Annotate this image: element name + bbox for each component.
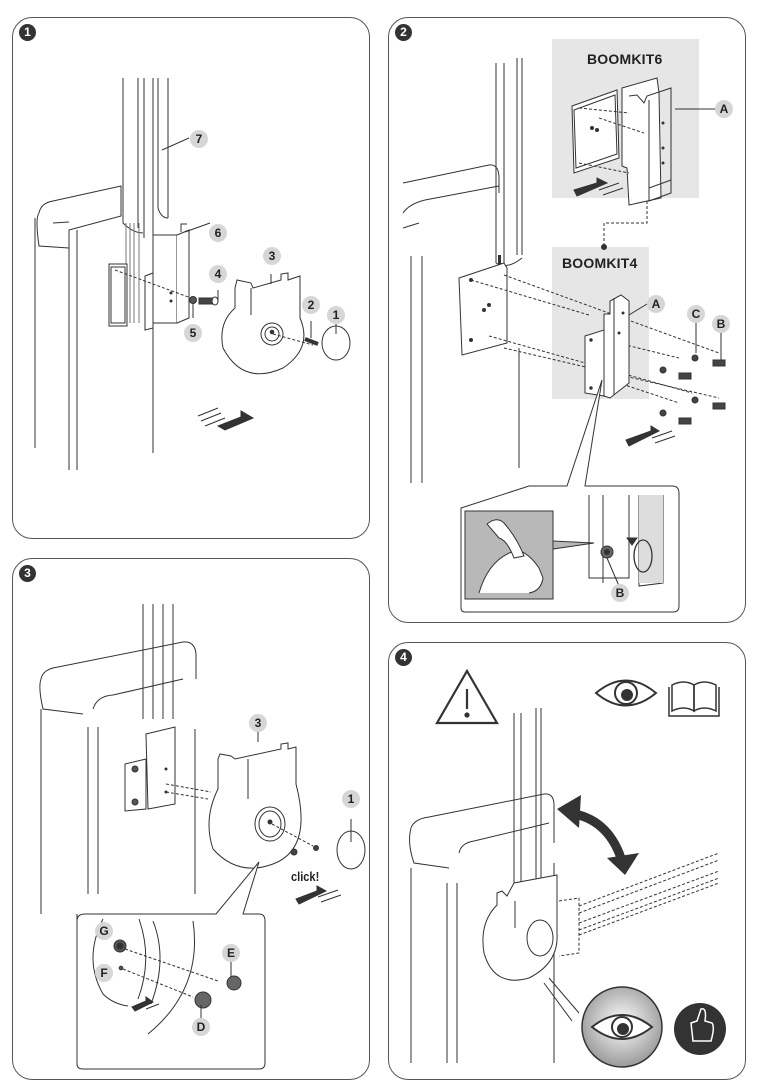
eye-icon: [594, 679, 658, 707]
callout-c: C: [687, 305, 705, 323]
detail-callout-bubble: [76, 861, 266, 1070]
barrier-housing: [409, 793, 555, 1063]
barrier-housing: [34, 185, 122, 470]
screw-e: [226, 975, 242, 991]
direction-arrow: [573, 177, 624, 197]
kit-label-boomkit6: BOOMKIT6: [587, 51, 663, 67]
mounting-bracket: [124, 726, 176, 812]
boomkit6-bracket: [621, 77, 672, 206]
direction-arrow: [295, 885, 342, 905]
bracket-6: [144, 223, 190, 331]
callout-4: 4: [209, 265, 227, 283]
mounting-plate: [458, 262, 508, 356]
boomkit6-plate: [571, 89, 620, 174]
thumbs-up-icon: [674, 1003, 726, 1055]
screw: [290, 848, 298, 856]
cover-3: [221, 272, 305, 375]
callout-6: 6: [209, 224, 227, 242]
direction-arrow: [197, 407, 255, 431]
barrier-housing: [39, 641, 197, 914]
boom-arm-dashed: [558, 852, 720, 957]
eye-icon: [590, 1014, 654, 1040]
callout-d: D: [192, 1018, 210, 1036]
step-1-illustration: [34, 78, 351, 470]
click-label: click!: [291, 869, 320, 884]
callout-a: A: [647, 295, 665, 313]
barrier-housing: [402, 164, 500, 483]
washer-5: [189, 296, 197, 304]
callout-3: 3: [263, 247, 281, 265]
callout-e: E: [222, 944, 240, 962]
direction-arrow: [625, 425, 676, 447]
screw-d: [194, 991, 212, 1009]
step-number-badge: 1: [19, 24, 36, 41]
mounting-plate: [108, 263, 128, 327]
screw-2: [304, 337, 319, 346]
step-4-panel: 4: [388, 642, 746, 1080]
manual-icon: [668, 681, 720, 717]
screw-4: [198, 297, 214, 305]
callout-1: 1: [342, 790, 360, 808]
callout-2: 2: [302, 296, 320, 314]
step-1-panel: 1: [12, 17, 370, 539]
rotation-arrow: [633, 539, 653, 573]
callout-1: 1: [327, 306, 345, 324]
kit-label-boomkit4: BOOMKIT4: [562, 255, 638, 271]
step-3-illustration: [39, 604, 366, 1070]
step-number-badge: 4: [395, 649, 412, 666]
callout-b: B: [712, 315, 730, 333]
warning-icon: [435, 668, 499, 725]
callout-5: 5: [184, 324, 202, 342]
step-4-illustration: [409, 668, 726, 1068]
callout-a: A: [715, 100, 733, 118]
step-2-illustration: [402, 39, 726, 613]
installed-cover: [482, 874, 558, 981]
flexed-arm-icon: [486, 519, 525, 559]
step-number-badge: 2: [395, 24, 412, 41]
callout-7: 7: [190, 130, 208, 148]
callout-g: G: [95, 922, 113, 940]
step-2-panel: 2: [388, 17, 746, 623]
cover-3: [208, 742, 302, 869]
fasteners: [659, 354, 726, 425]
step-3-panel: 3: [12, 558, 370, 1080]
step-number-badge: 3: [19, 565, 36, 582]
direction-arrow: [131, 996, 160, 1012]
boomkit4-bracket: [584, 294, 630, 399]
callout-3: 3: [249, 714, 267, 732]
callout-f: F: [95, 964, 113, 982]
boom-pole: [122, 78, 169, 453]
boom-pole: [513, 708, 542, 883]
callout-b: B: [611, 584, 629, 602]
boom-pole: [142, 604, 174, 719]
